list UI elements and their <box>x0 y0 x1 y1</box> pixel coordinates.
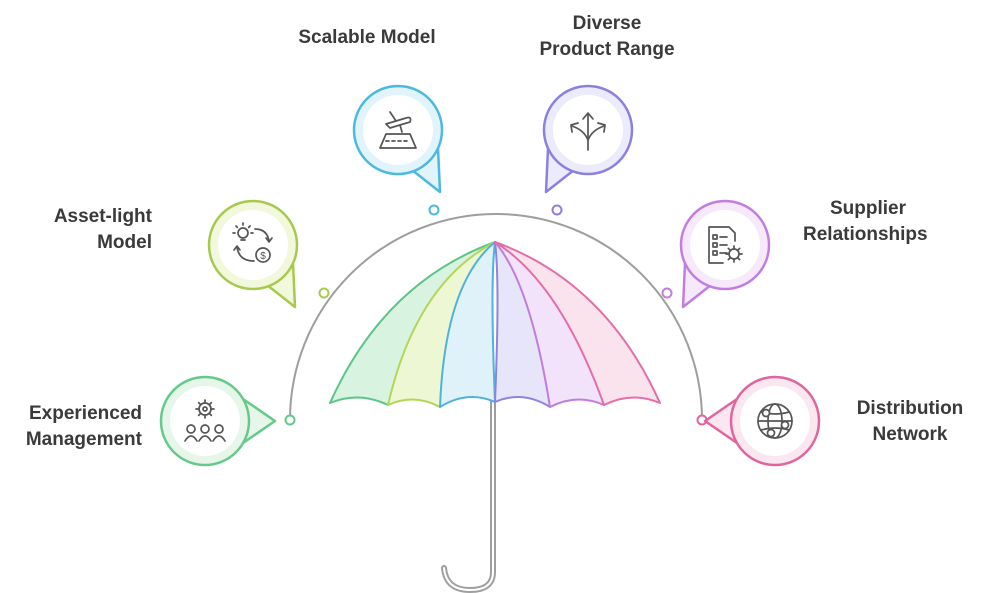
umbrella-canopy <box>329 241 661 408</box>
label-scalable-model-line1: Scalable Model <box>298 27 436 48</box>
connector-dot <box>661 287 673 299</box>
connector-dot <box>284 414 296 426</box>
connector-dot <box>551 204 563 216</box>
bubble-asset-light-model: $ <box>207 199 299 309</box>
canopy-panel <box>494 241 661 406</box>
umbrella-handle <box>441 399 496 593</box>
label-asset-light-model: Asset-light Model <box>40 204 152 256</box>
umbrella-handle-inner <box>443 401 494 592</box>
airplane-runway-icon <box>379 111 417 149</box>
checklist-gear-icon <box>708 226 743 264</box>
lightbulb-money-cycle-icon: $ <box>232 222 273 263</box>
label-scalable-model: Scalable Model <box>275 25 459 51</box>
globe-network-icon <box>757 403 793 439</box>
bubble-supplier-relationships <box>679 199 771 309</box>
label-supplier-relationships-line2: Relationships <box>803 224 928 245</box>
canopy-panel <box>439 241 496 408</box>
label-experienced-management-line1: Experienced <box>29 403 142 424</box>
svg-text:$: $ <box>260 251 266 262</box>
label-experienced-management-line2: Management <box>25 429 142 450</box>
label-diverse-product-range-line1: Diverse <box>572 13 642 34</box>
label-supplier-relationships-line1: Supplier <box>830 198 907 219</box>
label-asset-light-model-line2: Model <box>97 232 152 253</box>
diverging-arrows-icon <box>570 112 606 151</box>
label-diverse-product-range-line2: Product Range <box>539 39 675 60</box>
label-supplier-relationships: Supplier Relationships <box>803 196 973 248</box>
bubble-experienced-management <box>159 375 277 467</box>
label-distribution-network: Distribution Network <box>846 396 974 448</box>
bubble-distribution-network <box>703 375 821 467</box>
label-diverse-product-range: Diverse Product Range <box>512 11 702 63</box>
label-distribution-network-line2: Network <box>872 424 948 445</box>
bubble-diverse-product-range <box>542 84 634 194</box>
label-experienced-management: Experienced Management <box>6 401 142 453</box>
label-asset-light-model-line1: Asset-light <box>53 206 152 227</box>
connector-dots <box>284 204 708 426</box>
label-distribution-network-line1: Distribution <box>856 398 964 419</box>
icon-bubbles: $ <box>159 84 821 467</box>
people-gear-icon <box>184 399 226 442</box>
connector-dot <box>428 204 440 216</box>
bubble-scalable-model <box>352 84 444 194</box>
connector-dot <box>318 287 330 299</box>
connector-arc <box>289 213 703 421</box>
